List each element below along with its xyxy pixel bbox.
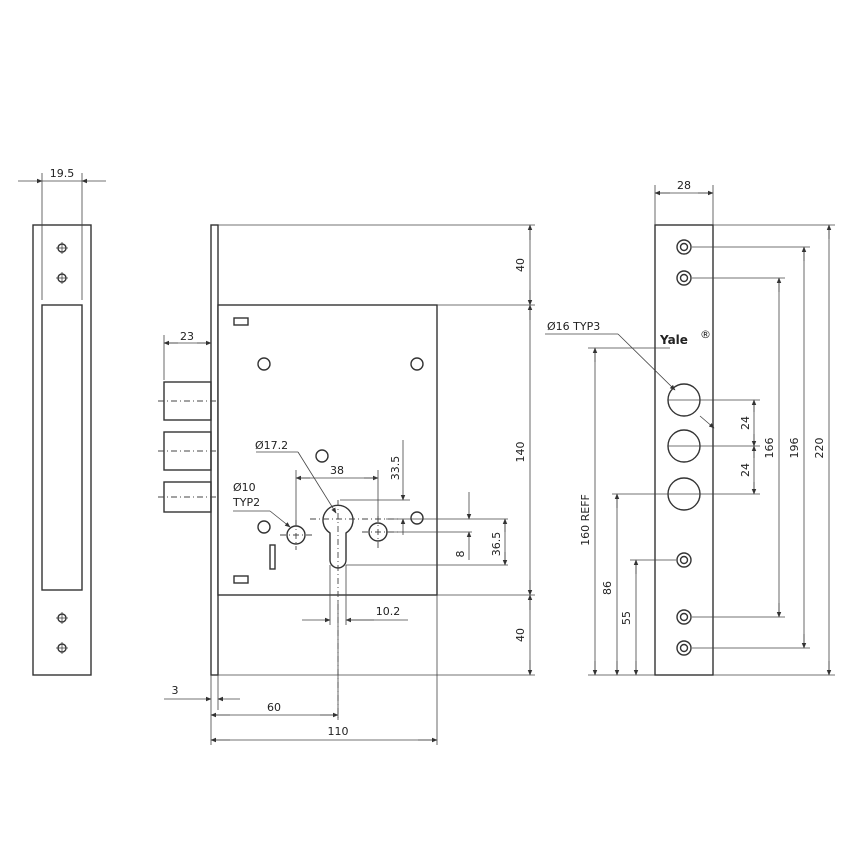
dim-hole-spacing-2: 24 <box>739 463 752 477</box>
dim-hole-spacing-1: 24 <box>739 416 752 430</box>
dim-86: 86 <box>601 581 614 595</box>
forend-side-slot <box>41 304 83 591</box>
case-hole-icon <box>410 511 424 525</box>
cylinder-profile-icon <box>322 504 354 569</box>
dim-166: 166 <box>763 438 776 459</box>
dim-cylinder-spacing: 38 <box>330 464 344 477</box>
strike-plate <box>654 224 714 676</box>
bolt-icon <box>158 381 218 513</box>
dim-196: 196 <box>788 438 801 459</box>
dim-cylinder-dia: Ø17.2 <box>255 439 288 452</box>
dim-hole-dia: Ø10 <box>233 481 256 494</box>
dim-backset: 60 <box>267 701 281 714</box>
side-view: 19.5 <box>18 167 106 676</box>
dim-body-depth: 110 <box>328 725 349 738</box>
case-hole-icon <box>257 520 271 534</box>
screw-hole-icon <box>676 239 692 656</box>
strike-view: 28 Yale ® Ø16 TYP3 <box>545 179 835 676</box>
dim-top-margin: 40 <box>514 258 527 272</box>
front-view: 23 Ø17.2 38 Ø10 TYP2 <box>158 224 535 745</box>
case-hole-icon <box>410 357 424 371</box>
brand-logo: Yale <box>659 333 688 347</box>
dim-cyl-to-bottom: 36.5 <box>490 532 503 557</box>
case-hole-icon <box>257 357 271 371</box>
dim-160-ref: 160 REFF <box>579 494 592 546</box>
case-hole-icon <box>315 449 329 463</box>
dim-side-width: 19.5 <box>50 167 75 180</box>
faceplate <box>210 224 219 676</box>
dim-220: 220 <box>813 438 826 459</box>
dim-bottom-margin: 40 <box>514 628 527 642</box>
dim-55: 55 <box>620 611 633 625</box>
dim-cyl-height: 33.5 <box>389 456 402 481</box>
dim-cyl-offset: 8 <box>454 551 467 558</box>
brand-mark: ® <box>700 328 711 341</box>
dim-slot-width: 10.2 <box>376 605 401 618</box>
dim-hole-type: TYP2 <box>232 496 260 509</box>
dim-body-height: 140 <box>514 442 527 463</box>
dim-strike-hole-dia: Ø16 TYP3 <box>547 320 600 333</box>
lock-case <box>217 304 438 596</box>
dim-strike-width: 28 <box>677 179 691 192</box>
dim-bolt-projection: 23 <box>180 330 194 343</box>
screw-hole-icon <box>56 242 68 654</box>
dim-faceplate-thickness: 3 <box>172 684 179 697</box>
